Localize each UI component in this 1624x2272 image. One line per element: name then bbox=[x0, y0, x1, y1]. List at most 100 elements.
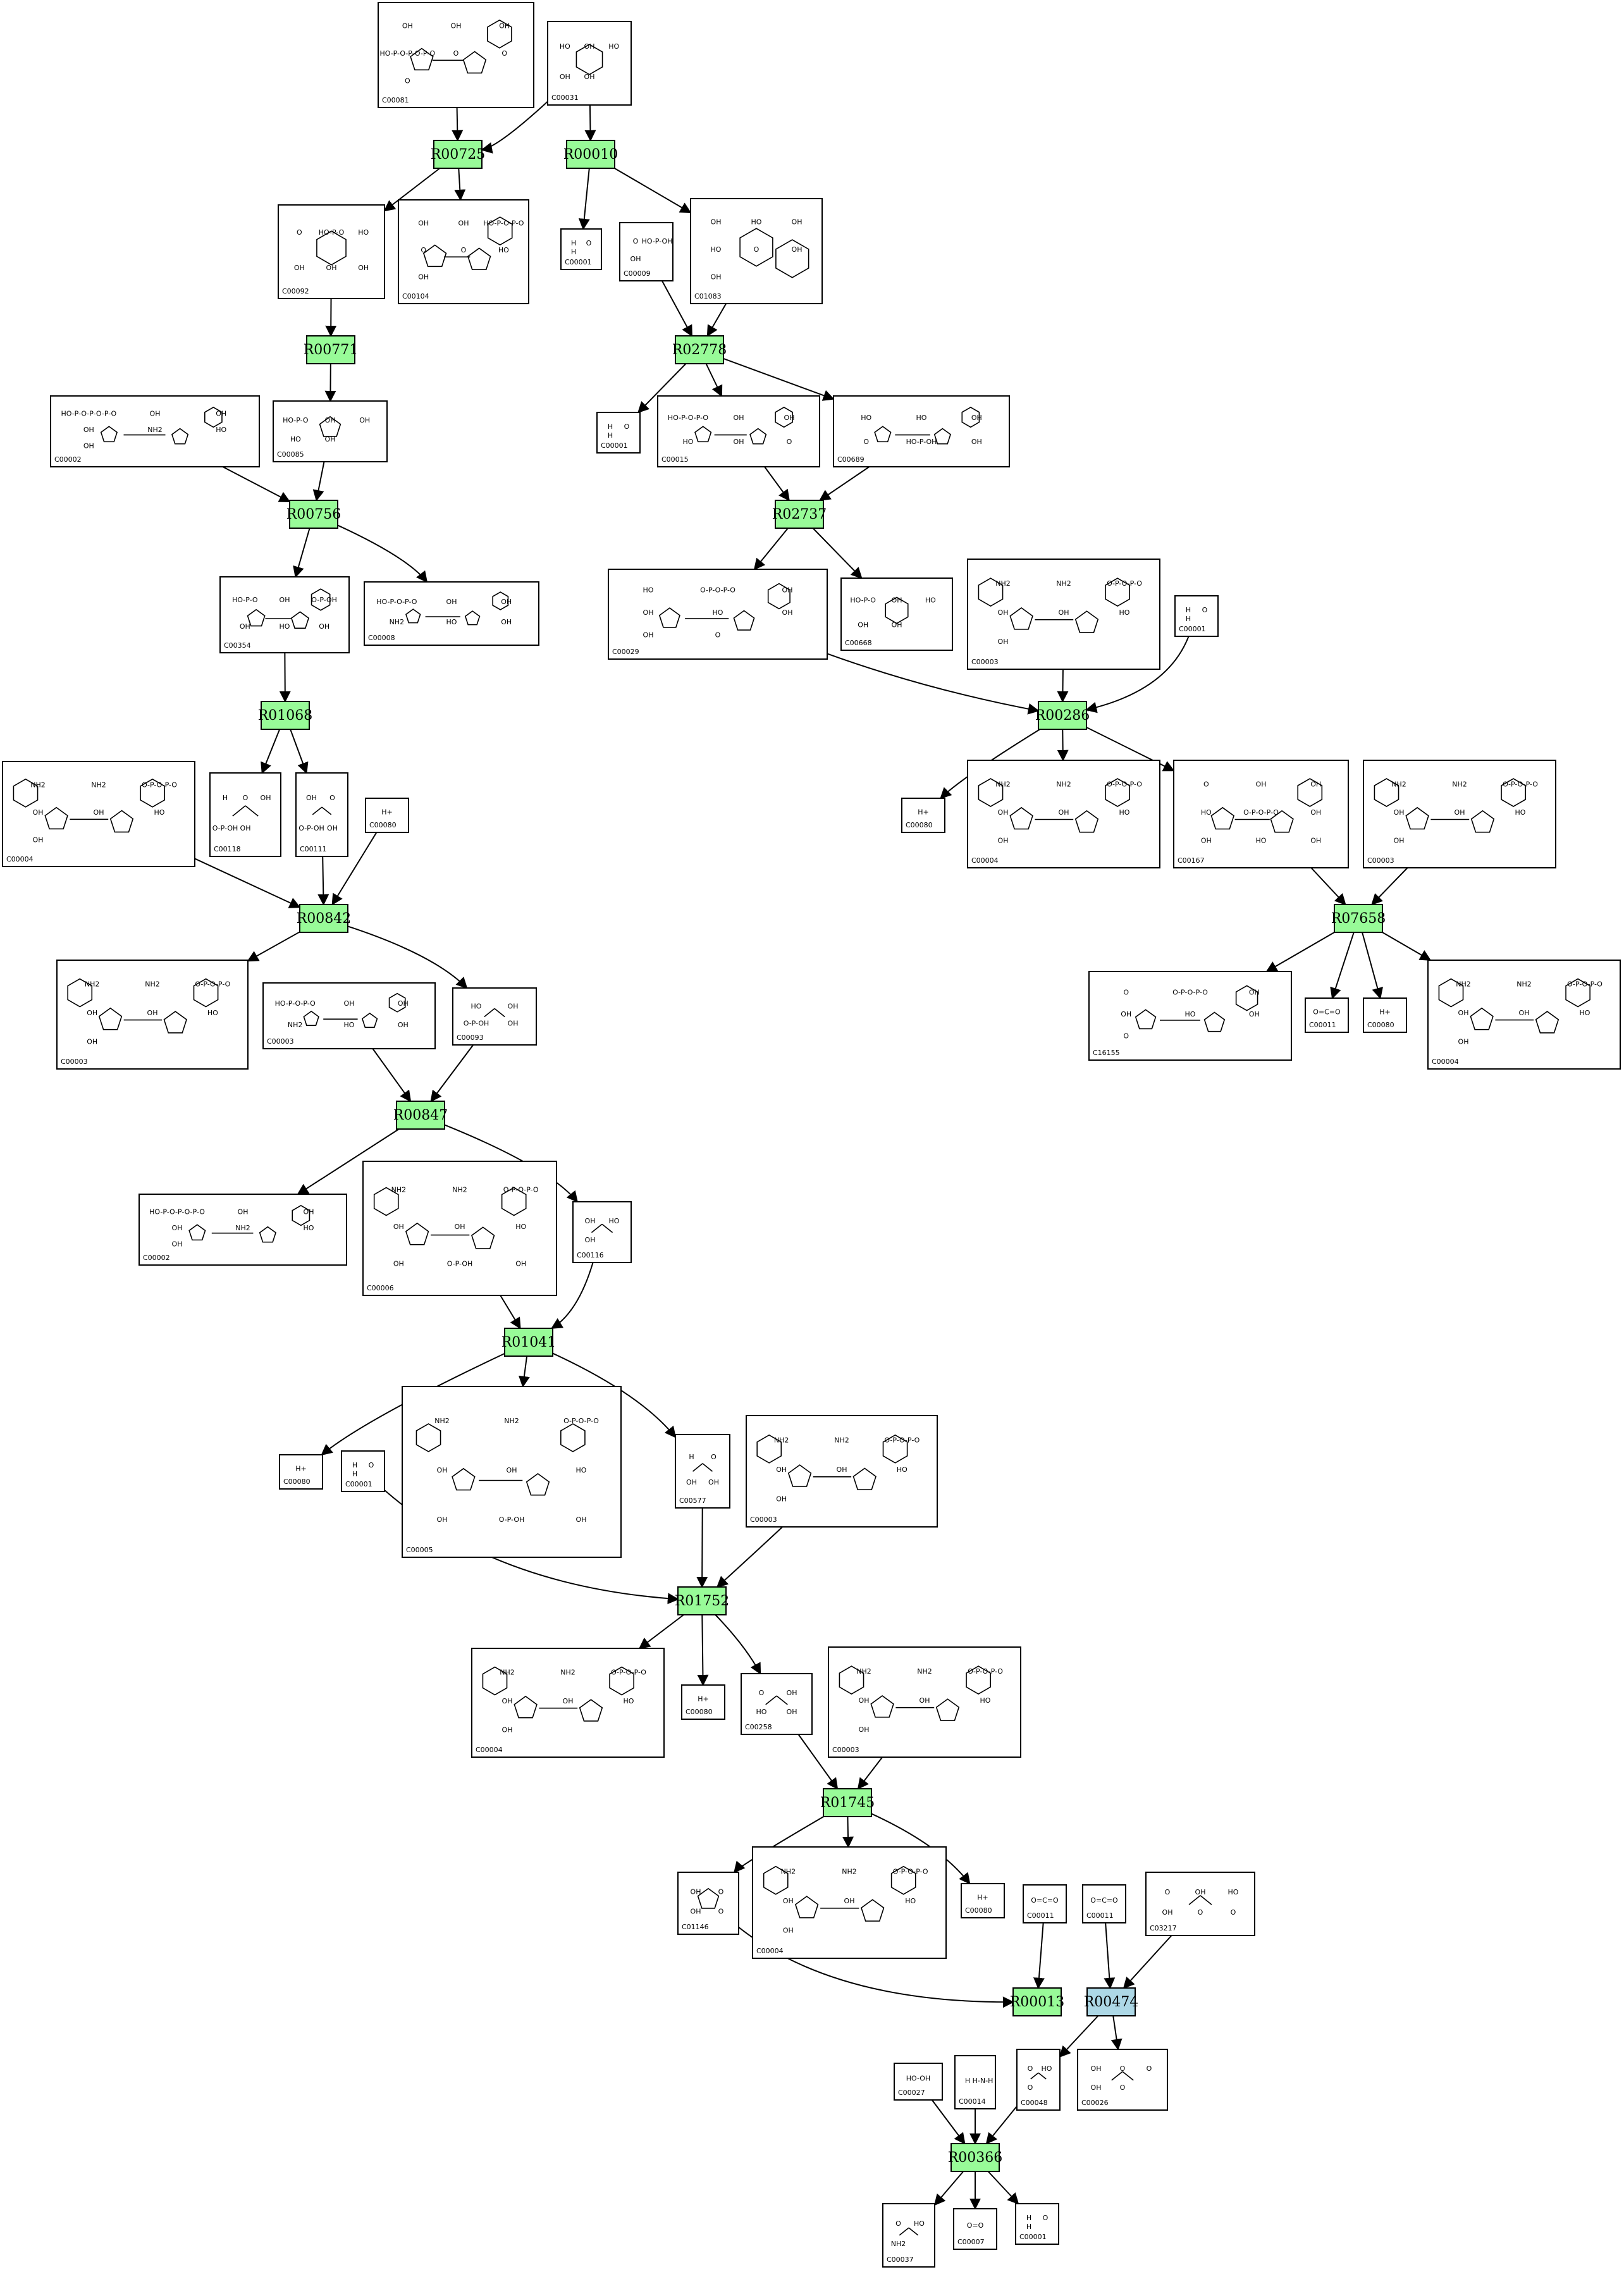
reaction-R00010[interactable]: R00010 bbox=[563, 140, 618, 169]
bond bbox=[908, 2227, 919, 2236]
ring-shape bbox=[471, 1226, 495, 1249]
compound-id-label: C00118 bbox=[214, 845, 241, 853]
reaction-R02778[interactable]: R02778 bbox=[672, 335, 727, 364]
edge-c00081-R00725 bbox=[452, 107, 464, 142]
compound-box bbox=[967, 760, 1160, 868]
atom-label: NH2 bbox=[504, 1417, 519, 1425]
reaction-R00842[interactable]: R00842 bbox=[297, 904, 352, 933]
compound-id-label: C00003 bbox=[61, 1058, 88, 1066]
atom-label: H bbox=[1026, 2223, 1031, 2231]
compound-c00080b[interactable]: H+C00080 bbox=[901, 798, 945, 833]
compound-c00080f[interactable]: H+C00080 bbox=[961, 1883, 1005, 1918]
atom-label: OH bbox=[691, 1888, 701, 1896]
atom-label: OH bbox=[1249, 1010, 1260, 1018]
compound-box bbox=[2, 761, 195, 867]
compound-c00080e[interactable]: H+C00080 bbox=[681, 1684, 725, 1720]
edge-c00003f-R01745 bbox=[857, 1756, 883, 1790]
ring-shape bbox=[1210, 806, 1235, 830]
reaction-R00474[interactable]: R00474 bbox=[1084, 1987, 1139, 2016]
reaction-R02737[interactable]: R02737 bbox=[772, 500, 827, 529]
atom-label: NH2 bbox=[147, 426, 163, 434]
reaction-R01752[interactable]: R01752 bbox=[675, 1586, 730, 1615]
reaction-R00771[interactable]: R00771 bbox=[304, 335, 359, 364]
atom-label: O bbox=[759, 1689, 765, 1697]
edge-R07658-c16155 bbox=[1265, 932, 1335, 972]
reaction-R01745[interactable]: R01745 bbox=[820, 1788, 875, 1817]
compound-c00080c[interactable]: H+C00080 bbox=[1363, 997, 1407, 1033]
compound-c00080d[interactable]: H+C00080 bbox=[279, 1454, 323, 1490]
ring-shape bbox=[1203, 1011, 1226, 1032]
compound-c00080a[interactable]: H+C00080 bbox=[365, 798, 409, 833]
reaction-R00847[interactable]: R00847 bbox=[393, 1101, 448, 1130]
reaction-R07658[interactable]: R07658 bbox=[1331, 904, 1386, 933]
reaction-R00756[interactable]: R00756 bbox=[286, 500, 341, 529]
reaction-R00366[interactable]: R00366 bbox=[948, 2143, 1003, 2172]
ring-shape bbox=[860, 1899, 885, 1922]
atom-label: NH2 bbox=[1516, 980, 1532, 989]
reaction-R01068[interactable]: R01068 bbox=[258, 701, 313, 730]
reaction-R01041[interactable]: R01041 bbox=[501, 1328, 557, 1357]
reaction-R00725[interactable]: R00725 bbox=[431, 140, 486, 169]
reaction-R00013[interactable]: R00013 bbox=[1010, 1987, 1065, 2016]
reaction-R00286[interactable]: R00286 bbox=[1035, 701, 1090, 730]
edge-R07658-c00080c bbox=[1362, 932, 1383, 999]
edge-c00003b-R07658 bbox=[1371, 867, 1408, 906]
ring-shape bbox=[67, 978, 93, 1008]
atom-label: NH2 bbox=[390, 618, 405, 626]
ring-shape bbox=[694, 426, 712, 443]
ring-shape bbox=[462, 51, 487, 74]
